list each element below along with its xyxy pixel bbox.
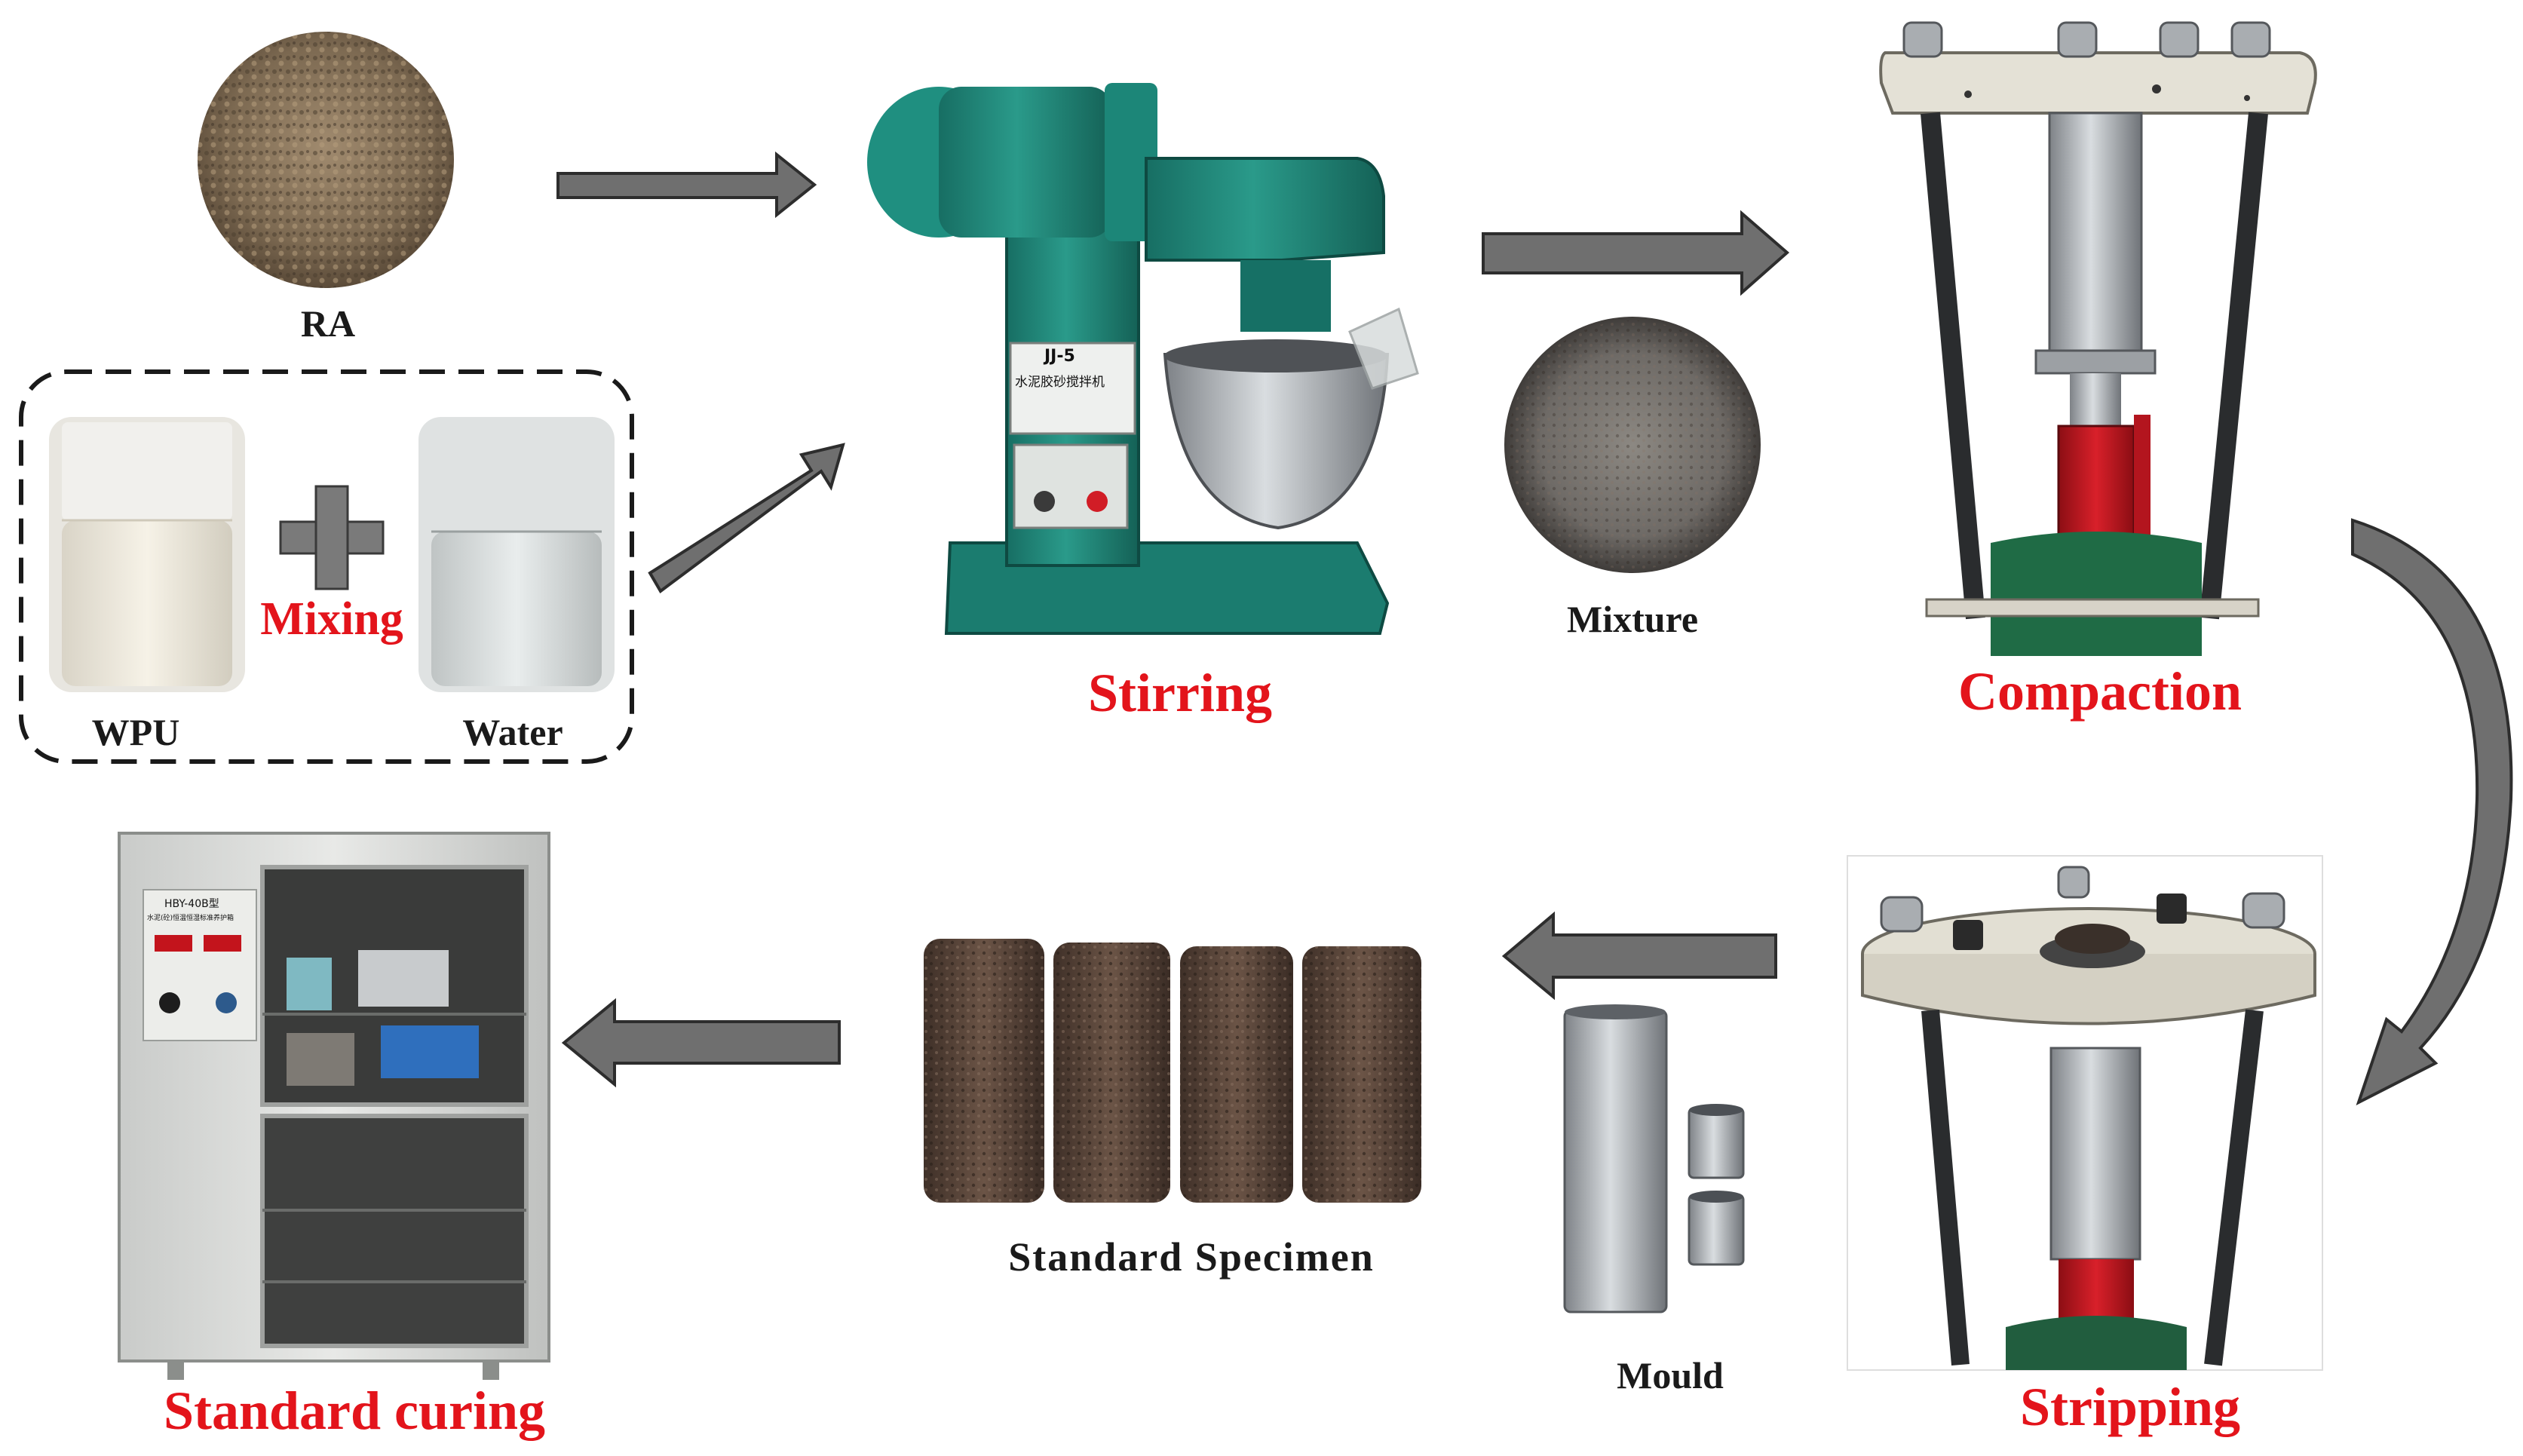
stripping-label: Stripping: [2019, 1377, 2241, 1437]
cabinet-model-label: HBY-40B型: [164, 898, 219, 910]
curing-label: Standard curing: [163, 1381, 546, 1441]
arrow-right-icon: [556, 151, 817, 219]
arrow-right-icon: [1482, 210, 1790, 296]
arrow-right-icon: [648, 443, 845, 593]
mould-image: [1563, 1004, 1745, 1313]
arrow-left-icon: [561, 998, 841, 1088]
mixture-label: Mixture: [1566, 598, 1699, 640]
water-label: Water: [462, 711, 563, 753]
specimens-image: [924, 939, 1421, 1203]
mixing-label: Mixing: [260, 593, 403, 645]
mixer-model-label: JJ-5: [1044, 347, 1075, 366]
compaction-label: Compaction: [1958, 661, 2242, 722]
water-beaker-image: [418, 417, 615, 692]
liquid-group-box: [19, 369, 634, 764]
cabinet-name-label: 水泥(砼)恒温恒湿标准养护箱: [147, 915, 235, 922]
arrow-left-icon: [1501, 911, 1777, 1001]
ra-gravel-image: [198, 32, 454, 288]
ra-label: RA: [300, 302, 356, 345]
mixer-image: [867, 83, 1419, 635]
specimen-label: Standard Specimen: [1008, 1234, 1375, 1280]
mixture-image: [1504, 317, 1761, 573]
wpu-label: WPU: [91, 711, 180, 753]
curved-arrow-down-icon: [2351, 518, 2513, 1106]
compaction-frame-image: [1879, 21, 2317, 656]
curing-cabinet-image: [118, 832, 550, 1380]
plus-icon: [279, 485, 385, 590]
stirring-label: Stirring: [1088, 663, 1272, 723]
wpu-beaker-image: [49, 417, 245, 692]
stripping-frame-image: [1847, 855, 2323, 1371]
mixer-name-label: 水泥胶砂搅拌机: [1015, 375, 1105, 390]
mould-label: Mould: [1617, 1354, 1724, 1396]
